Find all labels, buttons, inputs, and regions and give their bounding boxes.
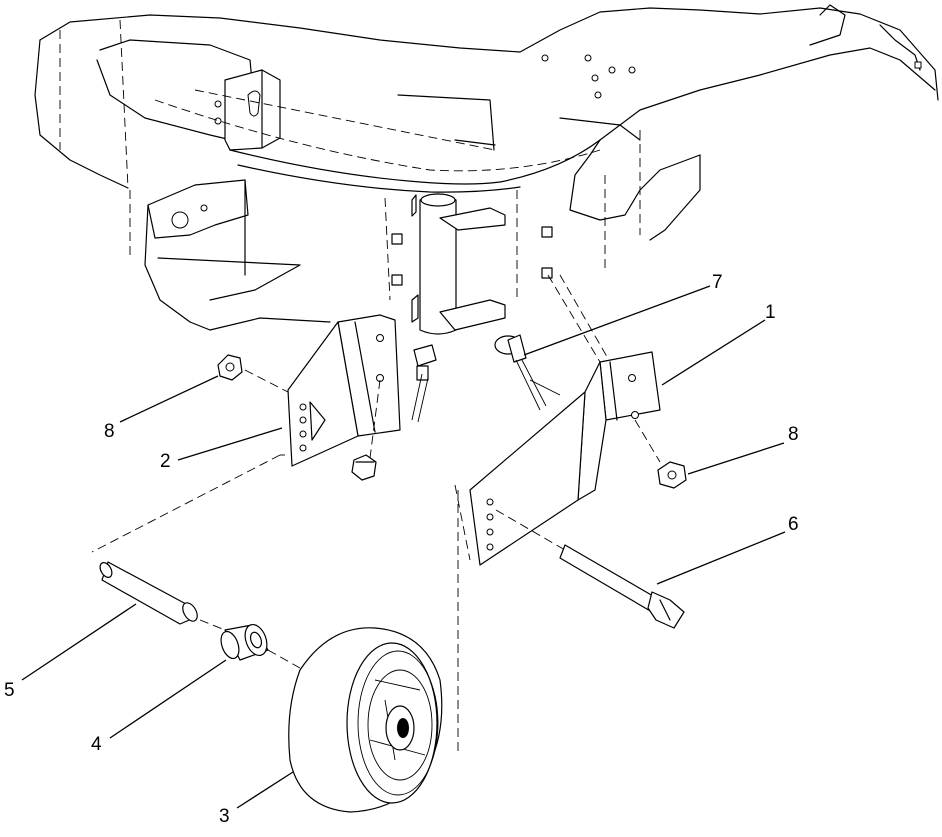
caster-wheel (288, 627, 443, 813)
callout-7: 7 (523, 272, 723, 356)
pivot-spindle (384, 190, 553, 335)
callout-5: 5 (4, 603, 137, 701)
callout-label-4: 4 (91, 734, 102, 755)
left-caster-mount-bracket (91, 314, 437, 553)
callout-6: 6 (656, 514, 799, 585)
callout-2: 2 (160, 427, 283, 472)
right-caster-mount-bracket (454, 351, 661, 755)
callout-label-6: 6 (788, 514, 799, 535)
callout-label-1: 1 (765, 302, 776, 323)
callout-label-3: 3 (219, 806, 230, 827)
callout-label-7: 7 (712, 272, 723, 293)
callout-3: 3 (219, 771, 294, 827)
callout-label-8-right: 8 (788, 424, 799, 445)
mower-deck-frame (34, 4, 939, 331)
callout-label-8-left: 8 (104, 421, 115, 442)
axle-bolt (495, 509, 685, 629)
spacer-tube (99, 561, 231, 633)
bushing (220, 623, 301, 669)
callout-8-right: 8 (687, 424, 799, 475)
flange-nut-lower-left (351, 454, 377, 481)
flange-nut-right (634, 419, 687, 489)
callout-label-2: 2 (160, 451, 171, 472)
callout-4: 4 (91, 659, 227, 755)
callout-1: 1 (661, 302, 776, 386)
callout-8-left: 8 (104, 375, 219, 442)
flange-nut-left (217, 354, 289, 393)
carriage-bolt (494, 274, 611, 411)
callout-label-5: 5 (4, 680, 15, 701)
